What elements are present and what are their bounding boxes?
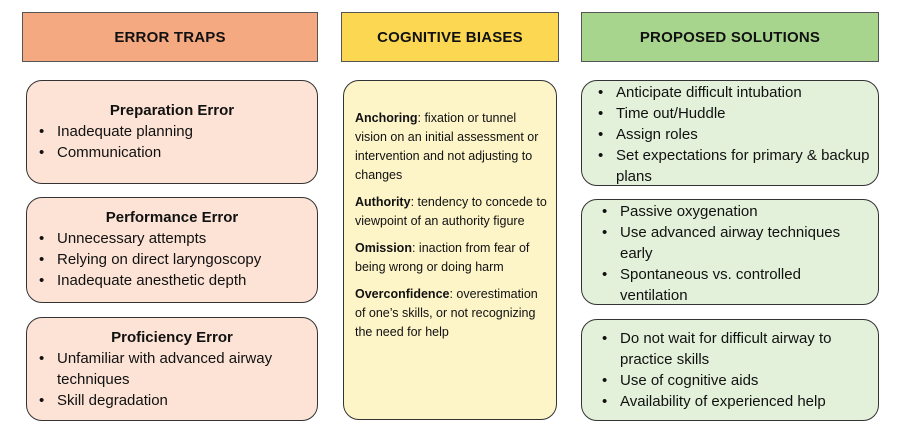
- list-item: Do not wait for difficult airway to prac…: [596, 328, 870, 370]
- list-item: Availability of experienced help: [596, 391, 870, 412]
- performance-error-title: Performance Error: [105, 209, 239, 226]
- preparation-error-box: Preparation Error Inadequate planning Co…: [26, 80, 318, 184]
- list-item: Inadequate planning: [33, 121, 317, 142]
- list-item: Relying on direct laryngoscopy: [33, 249, 317, 270]
- preparation-error-list: Inadequate planning Communication: [33, 121, 317, 163]
- list-item: Anticipate difficult intubation: [592, 82, 878, 103]
- solutions-proficiency-list: Do not wait for difficult airway to prac…: [596, 320, 878, 412]
- bias-authority: Authority: tendency to concede to viewpo…: [355, 195, 547, 228]
- proficiency-error-box: Proficiency Error Unfamiliar with advanc…: [26, 317, 318, 421]
- preparation-error-title: Preparation Error: [109, 102, 235, 119]
- bias-anchoring: Anchoring: fixation or tunnel vision on …: [355, 111, 539, 182]
- proficiency-error-list: Unfamiliar with advanced airway techniqu…: [33, 348, 317, 411]
- solutions-performance-box: Passive oxygenation Use advanced airway …: [581, 199, 879, 305]
- list-item: Spontaneous vs. controlled ventilation: [596, 264, 870, 306]
- list-item: Communication: [33, 142, 317, 163]
- header-proposed-solutions: PROPOSED SOLUTIONS: [581, 12, 879, 62]
- list-item: Passive oxygenation: [596, 201, 870, 222]
- proficiency-error-title: Proficiency Error: [111, 329, 233, 346]
- solutions-proficiency-box: Do not wait for difficult airway to prac…: [581, 319, 879, 421]
- bias-overconfidence: Overconfidence: overestimation of one’s …: [355, 287, 538, 339]
- list-item: Set expectations for primary & backup pl…: [592, 145, 878, 187]
- list-item: Assign roles: [592, 124, 878, 145]
- performance-error-list: Unnecessary attempts Relying on direct l…: [33, 228, 317, 291]
- header-error-traps: ERROR TRAPS: [22, 12, 318, 62]
- list-item: Inadequate anesthetic depth: [33, 270, 317, 291]
- solutions-performance-list: Passive oxygenation Use advanced airway …: [596, 200, 878, 306]
- list-item: Unnecessary attempts: [33, 228, 317, 249]
- list-item: Skill degradation: [33, 390, 317, 411]
- list-item: Use advanced airway techniques early: [596, 222, 870, 264]
- list-item: Time out/Huddle: [592, 103, 878, 124]
- bias-omission: Omission: inaction from fear of being wr…: [355, 241, 530, 274]
- performance-error-box: Performance Error Unnecessary attempts R…: [26, 197, 318, 303]
- list-item: Use of cognitive aids: [596, 370, 870, 391]
- list-item: Unfamiliar with advanced airway techniqu…: [33, 348, 317, 390]
- cognitive-biases-box: Anchoring: fixation or tunnel vision on …: [343, 80, 557, 420]
- header-cognitive-biases: COGNITIVE BIASES: [341, 12, 559, 62]
- solutions-preparation-list: Anticipate difficult intubation Time out…: [592, 81, 878, 187]
- solutions-preparation-box: Anticipate difficult intubation Time out…: [581, 80, 879, 186]
